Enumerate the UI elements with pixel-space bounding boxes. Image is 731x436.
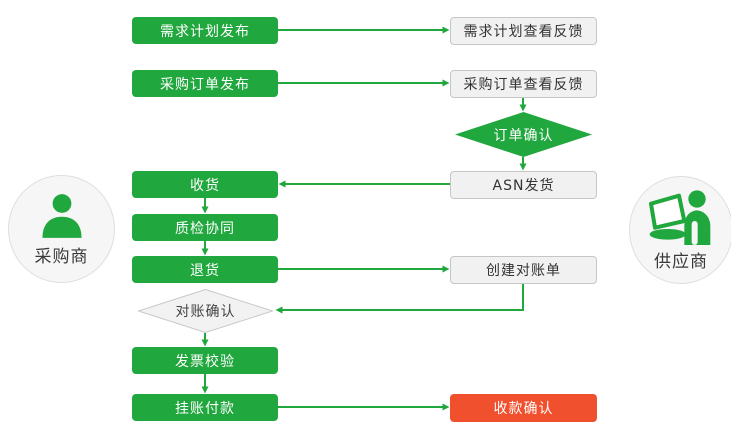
node-return-goods: 退货 bbox=[132, 256, 278, 283]
node-receipt-confirmation: 收款确认 bbox=[450, 394, 597, 422]
node-purchase-order-publish: 采购订单发布 bbox=[132, 70, 278, 97]
node-create-reconciliation-statement: 创建对账单 bbox=[450, 256, 597, 284]
diamond-shape bbox=[455, 112, 592, 157]
node-order-confirm-decision: 订单确认 bbox=[455, 112, 592, 157]
node-statement-confirm-decision: 对账确认 bbox=[138, 289, 273, 333]
node-quality-inspection-collab: 质检协同 bbox=[132, 214, 278, 241]
node-purchase-order-view-feedback: 采购订单查看反馈 bbox=[450, 70, 597, 98]
actor-supplier-circle: 供应商 bbox=[629, 176, 731, 284]
node-statement-confirm-label: 对账确认 bbox=[175, 304, 236, 320]
actor-supplier-label: 供应商 bbox=[654, 251, 708, 272]
buyer-person-icon bbox=[41, 193, 82, 238]
node-book-payment: 挂账付款 bbox=[132, 394, 278, 421]
node-demand-plan-publish: 需求计划发布 bbox=[132, 17, 278, 44]
node-asn-shipment: ASN发货 bbox=[450, 171, 597, 199]
diamond-shape bbox=[138, 289, 273, 333]
actor-buyer-circle: 采购商 bbox=[8, 175, 115, 283]
actor-buyer-label: 采购商 bbox=[34, 246, 89, 267]
supplier-laptop-person-icon bbox=[649, 189, 711, 245]
node-invoice-verification: 发票校验 bbox=[132, 347, 278, 374]
node-demand-plan-view-feedback: 需求计划查看反馈 bbox=[450, 17, 597, 45]
node-order-confirm-label: 订单确认 bbox=[493, 127, 554, 144]
node-receive-goods: 收货 bbox=[132, 171, 278, 198]
